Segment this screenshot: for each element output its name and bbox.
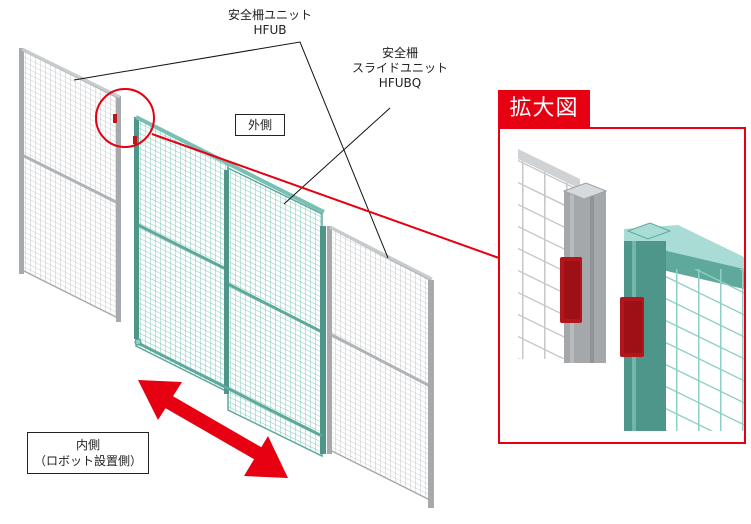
callout-slide-unit-name1: 安全柵 xyxy=(381,46,418,60)
slide-unit xyxy=(133,115,326,458)
zoom-panel xyxy=(498,127,746,444)
callout-slide-unit-name2: スライドユニット xyxy=(351,61,448,75)
highlight-circle xyxy=(95,88,155,148)
callout-slide-unit: 安全柵 スライドユニット HFUBQ xyxy=(345,46,455,91)
slide-direction-arrow xyxy=(138,380,288,478)
bracket-marker xyxy=(113,114,117,123)
callout-slide-unit-code: HFUBQ xyxy=(378,76,422,90)
callout-unit-code: HFUB xyxy=(253,23,287,37)
zoom-detail-illustration xyxy=(518,149,744,431)
outside-label: 外側 xyxy=(235,114,285,136)
fence-unit-right xyxy=(327,225,434,508)
bracket-marker xyxy=(133,136,137,144)
inside-label-line2: （ロボット設置側） xyxy=(33,454,142,468)
inside-label: 内側 （ロボット設置側） xyxy=(27,432,149,474)
zoom-panel-title: 拡大図 xyxy=(498,90,590,128)
callout-unit: 安全柵ユニット HFUB xyxy=(215,8,325,38)
fence-unit-left xyxy=(19,47,121,322)
zoom-connector-line xyxy=(151,133,500,259)
inside-label-line1: 内側 xyxy=(75,438,100,452)
callout-unit-name: 安全柵ユニット xyxy=(227,8,312,22)
